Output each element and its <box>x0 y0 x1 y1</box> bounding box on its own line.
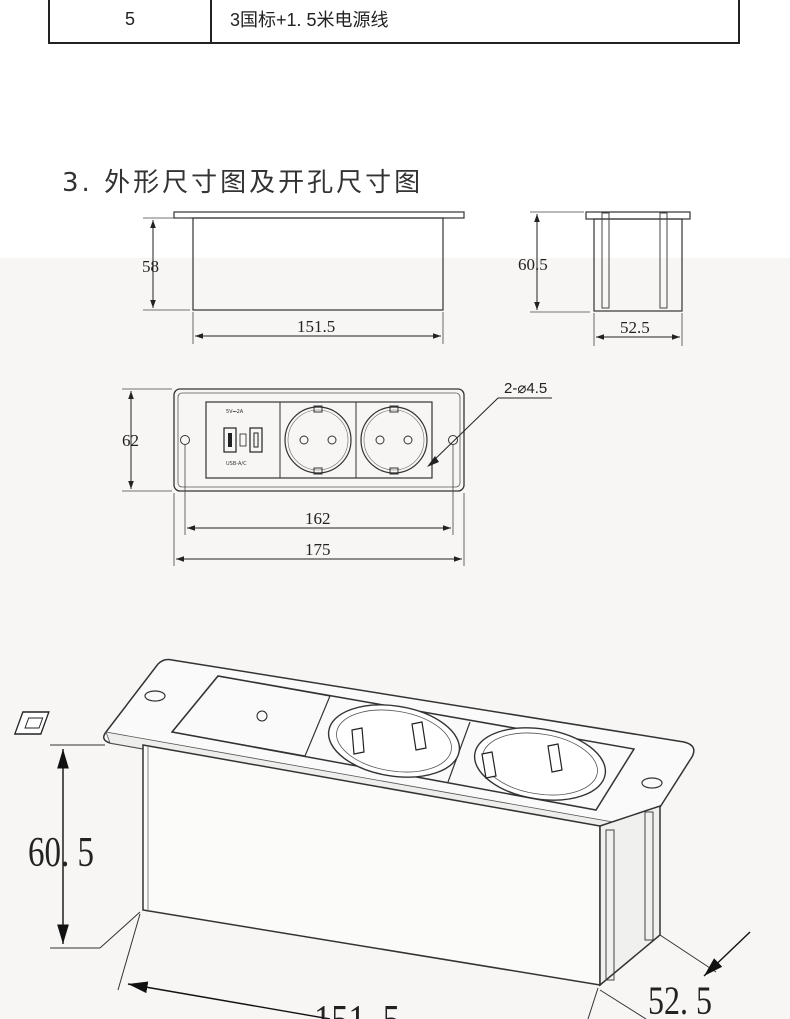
iso-mounting-hole-left <box>144 690 166 702</box>
isometric-view: 60. 5 151. 5 52. 5 <box>13 658 751 1019</box>
front-height-label: 58 <box>142 257 159 276</box>
section-title: 3. 外形尺寸图及开孔尺寸图 <box>62 168 424 198</box>
iso-length-dimension <box>127 981 331 1019</box>
iso-schuko-socket-1 <box>327 704 461 778</box>
iso-schuko-socket-2 <box>473 727 607 801</box>
iso-usb-c-port <box>13 711 50 735</box>
iso-height-label: 60. 5 <box>28 830 94 876</box>
hole-leader-line <box>429 397 552 465</box>
top-height-label: 62 <box>122 431 139 450</box>
schuko-socket-icon-2 <box>360 405 428 475</box>
usb-a-port-icon <box>223 427 237 453</box>
iso-depth-label: 52. 5 <box>648 978 712 1019</box>
mounting-hole-right <box>448 435 458 445</box>
side-width-label: 52.5 <box>620 318 650 337</box>
top-plate-outline <box>173 388 465 492</box>
front-view: 58 151.5 <box>142 211 465 344</box>
usb-text-bottom: USB-A/C <box>226 461 247 467</box>
usb-text-top: 5V⎓2A <box>226 409 244 415</box>
spec-table-row: 5 3国标+1. 5米电源线 <box>48 0 740 44</box>
iso-length-label: 151. 5 <box>314 998 400 1019</box>
front-flange <box>173 211 465 219</box>
mounting-hole-left <box>180 435 190 445</box>
top-cutout-panel <box>205 401 433 479</box>
side-height-label: 60.5 <box>518 255 548 274</box>
spec-row-description: 3国标+1. 5米电源线 <box>230 10 389 30</box>
iso-mounting-hole-right <box>641 777 663 789</box>
top-view: 5V⎓2A USB-A/C 62 <box>122 380 552 566</box>
usb-module: 5V⎓2A USB-A/C <box>223 409 263 467</box>
spec-row-number: 5 <box>50 0 212 42</box>
side-body <box>593 218 683 312</box>
iso-box-side <box>599 804 661 987</box>
usb-c-port-icon <box>249 427 263 453</box>
outer-width-label: 175 <box>305 540 331 559</box>
iso-depth-dimension <box>703 931 751 977</box>
side-view: 60.5 52.5 <box>518 211 691 346</box>
inner-width-label: 162 <box>305 509 331 528</box>
hole-label: 2-⌀4.5 <box>504 380 547 397</box>
front-body <box>192 217 444 311</box>
schuko-socket-icon-1 <box>284 405 352 475</box>
front-width-label: 151.5 <box>297 317 335 336</box>
